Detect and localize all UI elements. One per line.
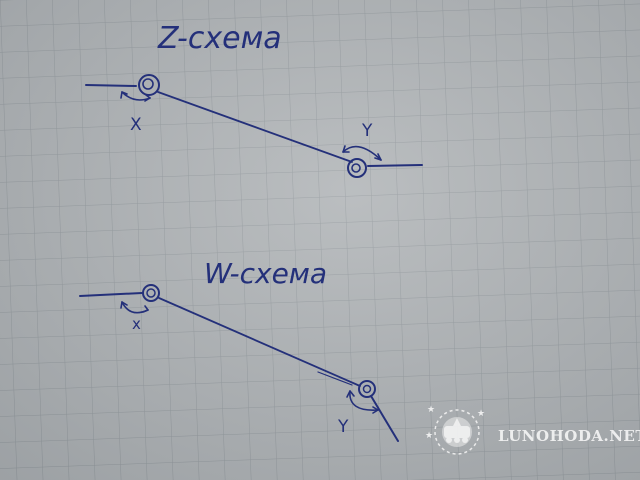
svg-text:★: ★: [425, 430, 433, 440]
w-angle-x-arc: [120, 301, 149, 314]
watermark-logo-emblem: ★ ★ ★: [425, 404, 485, 455]
z-right-lead-line: [367, 164, 423, 167]
z-scheme-diagram: Z-схема X Y: [85, 21, 423, 178]
z-angle-x-label: X: [130, 115, 142, 135]
w-scheme-diagram: W-схема x Y: [79, 257, 399, 442]
svg-text:★: ★: [477, 408, 485, 418]
w-left-lead-line: [79, 292, 143, 297]
z-left-pulley: [138, 74, 160, 96]
w-right-pulley: [358, 380, 376, 398]
z-angle-y-label: Y: [361, 121, 373, 141]
z-right-pulley: [347, 158, 367, 178]
z-scheme-title: Z-схема: [157, 21, 282, 56]
watermark-text: LUNOHODA.NET: [498, 427, 640, 445]
w-angle-x-label: x: [132, 315, 141, 333]
w-connecting-line: [158, 297, 361, 387]
w-angle-y-arc: [346, 390, 379, 414]
svg-text:★: ★: [427, 404, 435, 414]
w-angle-y-label: Y: [337, 417, 349, 437]
w-left-pulley: [142, 284, 160, 302]
z-left-lead-line: [85, 84, 137, 87]
w-line-double-stroke: [317, 371, 353, 386]
watermark: ★ ★ ★ LUNOHODA.NET: [425, 404, 640, 455]
z-angle-x-arc: [120, 91, 151, 102]
w-right-lead-line: [370, 395, 399, 442]
w-scheme-title: W-схема: [204, 257, 327, 290]
z-angle-y-arc: [342, 145, 382, 161]
z-connecting-line: [157, 91, 353, 163]
